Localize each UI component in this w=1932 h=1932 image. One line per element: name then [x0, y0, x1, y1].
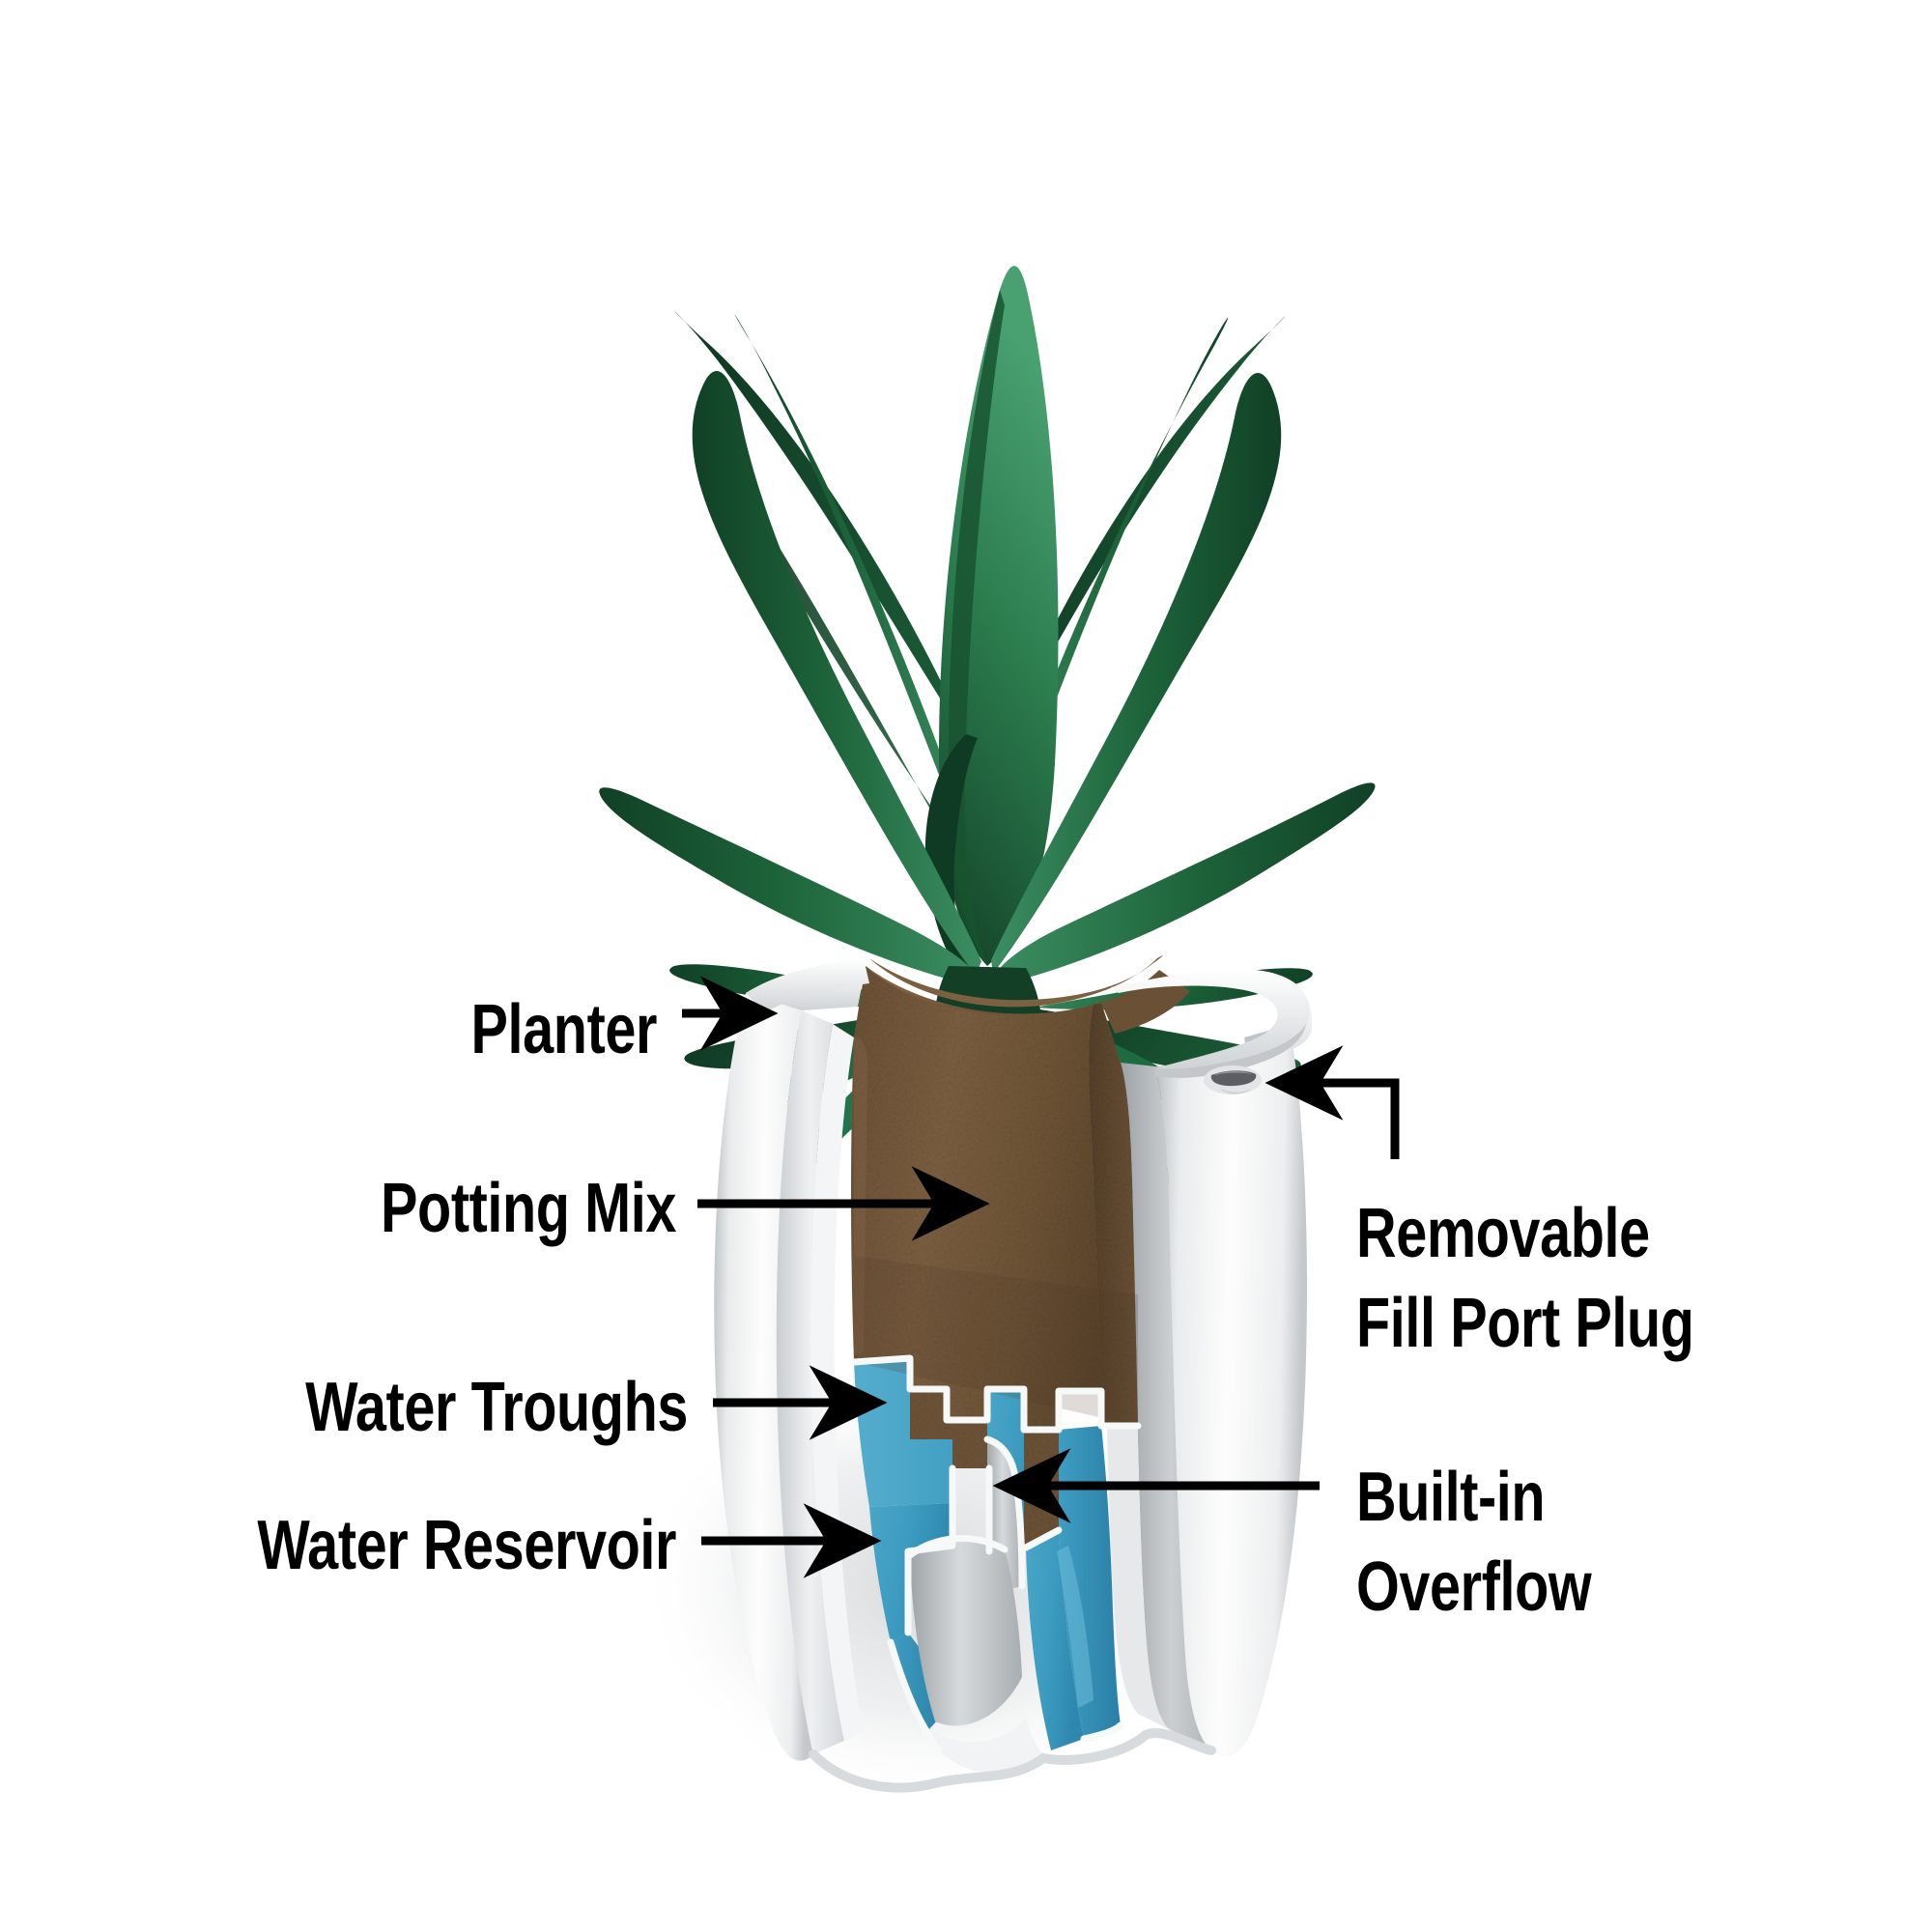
label-water-reservoir: Water Reservoir [257, 1507, 676, 1584]
built-in-overflow [910, 1439, 1043, 1774]
planter-bottom-edge [809, 1728, 1216, 1793]
leaf-left-horizontal [599, 787, 978, 985]
leaf-upper-left [692, 371, 981, 976]
label-built-in: Built-in [1356, 1459, 1546, 1536]
leaf-right-horizontal [993, 782, 1376, 985]
soil-right-face [1089, 1003, 1138, 1426]
label-potting-mix: Potting Mix [381, 1170, 676, 1247]
planter [714, 955, 1312, 1793]
label-removable: Removable [1356, 1195, 1650, 1272]
leaf-upper-right [991, 373, 1282, 974]
planter-front-right-wall [1155, 995, 1308, 1757]
soil-shade-lower [854, 1256, 1138, 1426]
fill-port-plug-body [1210, 1070, 1257, 1087]
fill-port-plug-highlight [1215, 1071, 1252, 1075]
potting-mix [851, 955, 1190, 1546]
planter-left-wall [714, 993, 813, 1761]
water-highlight [1057, 1546, 1094, 1708]
fill-port-shadow [1219, 1088, 1250, 1094]
fill-port-plug [1204, 1065, 1262, 1094]
label-water-troughs: Water Troughs [305, 1369, 688, 1446]
overflow-base-dome [910, 1538, 1022, 1726]
leaf-inner-curl [924, 734, 991, 1001]
soil-top-surface-back [869, 955, 1163, 1008]
overflow-floor-shade [929, 1718, 1043, 1774]
water-left-lower [869, 1503, 952, 1642]
label-overflow: Overflow [1356, 1548, 1592, 1626]
planter-rim-back [1111, 969, 1310, 1069]
leaf-center-spear [939, 266, 1059, 966]
planter-right-cut-face [1121, 1063, 1211, 1750]
soil-cut-highlight [854, 1037, 868, 1354]
callout-arrows [682, 976, 1400, 1578]
soil-root-finger-left [910, 1389, 987, 1468]
label-planter: Planter [470, 991, 658, 1068]
water-right-basin [1026, 1530, 1084, 1750]
leaf-center-spear-shade [949, 290, 1005, 966]
label-fill-port-plug: Fill Port Plug [1356, 1285, 1694, 1362]
arrow-fill-port-plug [1264, 1045, 1400, 1159]
soil-body [851, 966, 1138, 1430]
